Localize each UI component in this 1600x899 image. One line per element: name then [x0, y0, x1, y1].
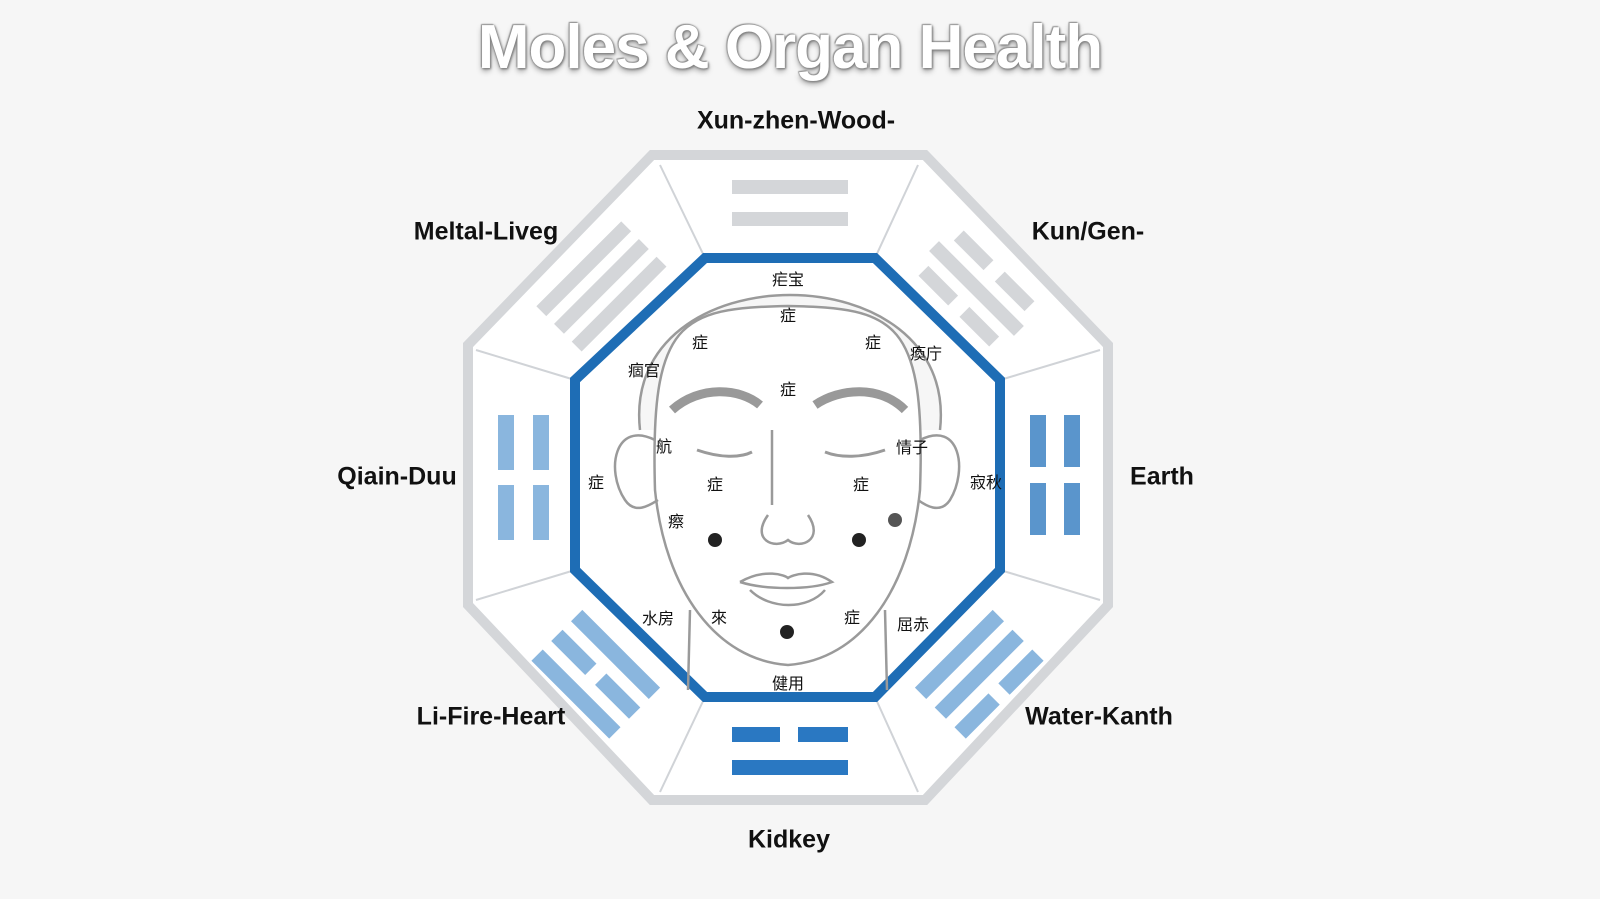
face-label: 症	[843, 608, 861, 627]
page-title: Moles & Organ Health	[477, 13, 1103, 82]
label-top-right: Kun/Gen-	[1031, 217, 1145, 246]
trigram-left	[498, 415, 549, 540]
face-label: 症	[779, 380, 797, 399]
trigram-bottom-left	[531, 609, 661, 739]
label-top-left: Meltal-Liveg	[413, 217, 559, 246]
face-label: 症	[706, 475, 724, 494]
face-label: 航	[655, 437, 673, 456]
face-label: 症	[587, 473, 605, 492]
face-label: 水房	[641, 609, 675, 628]
moles	[708, 513, 902, 639]
left-ear	[613, 434, 659, 510]
face-illustration	[613, 293, 961, 691]
face-label: 症	[864, 333, 882, 352]
trigram-top-left	[536, 221, 667, 352]
face-label: 來	[710, 608, 728, 627]
mole-chin	[780, 625, 794, 639]
sector-dividers	[475, 164, 1101, 793]
label-right: Earth	[1130, 462, 1194, 491]
trigram-top	[732, 180, 848, 226]
face-label: 屈赤	[896, 615, 930, 634]
face-label: 瘵	[667, 512, 685, 531]
label-bottom-right: Water-Kanth	[1025, 702, 1173, 731]
mole-left-cheek	[708, 533, 722, 547]
label-left: Qiain-Duu	[337, 462, 457, 491]
right-ear	[917, 434, 961, 510]
mole-right-cheek	[852, 533, 866, 547]
label-bottom-left: Li-Fire-Heart	[416, 702, 566, 731]
nose	[760, 430, 815, 546]
lips	[739, 572, 835, 607]
face-label: 情子	[895, 438, 929, 457]
trigram-top-right	[918, 230, 1035, 347]
face-label: 寂秋	[969, 473, 1003, 492]
neck	[686, 609, 889, 691]
mole-right-outer	[888, 513, 902, 527]
face-label: 症	[852, 475, 870, 494]
face-label: 疟宝	[771, 270, 805, 289]
face-label: 瘓庁	[909, 344, 943, 363]
face-label: 痼官	[627, 361, 661, 380]
trigram-bottom-right	[914, 609, 1044, 739]
face-label: 症	[779, 306, 797, 325]
trigram-bottom	[732, 727, 848, 775]
trigram-right	[1030, 415, 1080, 535]
label-top: Xun-zhen-Wood-	[696, 106, 896, 135]
face-label: 健用	[771, 674, 805, 693]
label-bottom: Kidkey	[748, 825, 830, 854]
face-label: 症	[691, 333, 709, 352]
